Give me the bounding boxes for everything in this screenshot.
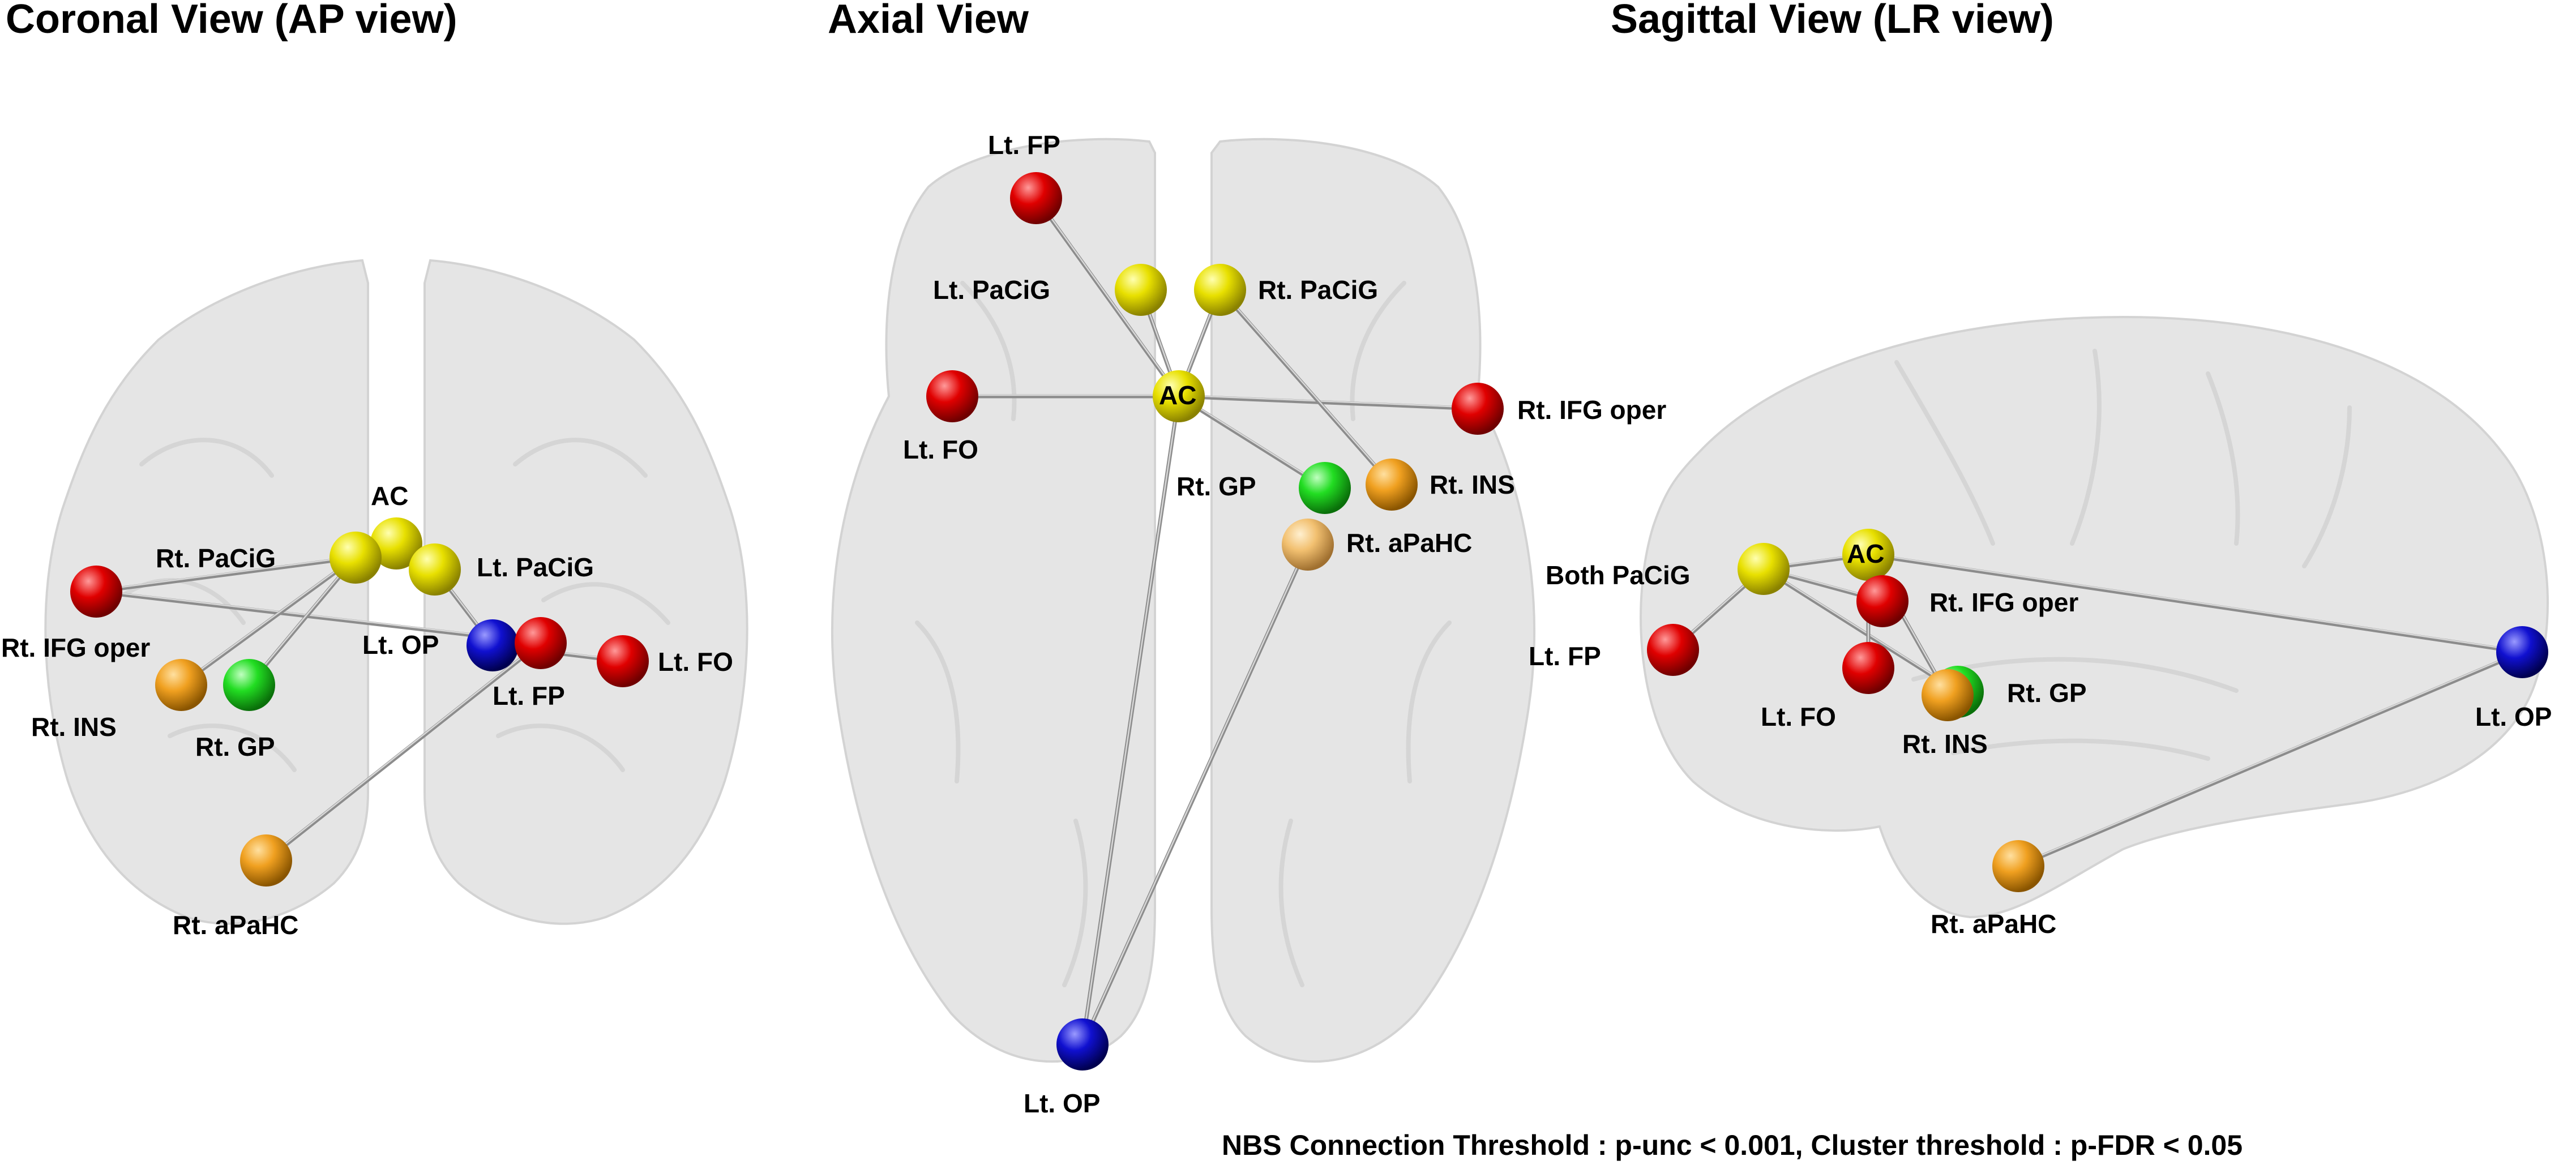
sagittal-label-ac: AC	[1847, 539, 1884, 568]
sagittal-label-rt-gp: Rt. GP	[2007, 678, 2087, 708]
axial-node-rt-pacig	[1194, 264, 1246, 316]
coronal-node-rt-pacig	[330, 532, 382, 584]
axial-node-rt-ifg	[1452, 383, 1504, 435]
axial-label-lt-op: Lt. OP	[1024, 1089, 1100, 1118]
axial-node-rt-ins	[1366, 459, 1418, 511]
axial-label-rt-ifg: Rt. IFG oper	[1517, 395, 1666, 425]
axial-node-lt-pacig	[1115, 264, 1167, 316]
axial-label-lt-pacig: Lt. PaCiG	[933, 275, 1050, 305]
coronal-edge-rt_pacig-rt_ins	[179, 555, 358, 687]
sagittal-node-lt-fp	[1647, 624, 1699, 676]
axial-edge-highlight-ac-lt_fp	[1035, 196, 1180, 396]
axial-label-lt-fp: Lt. FP	[988, 130, 1060, 160]
coronal-edge-rt_ifg-lt_fp	[94, 589, 543, 645]
coronal-label-lt-pacig: Lt. PaCiG	[477, 553, 594, 582]
coronal-label-rt-apahc: Rt. aPaHC	[173, 910, 298, 940]
coronal-node-rt-ifg	[70, 566, 122, 618]
axial-label-rt-gp: Rt. GP	[1176, 472, 1256, 501]
axial-node-lt-fo	[926, 370, 978, 422]
axial-label-rt-ins: Rt. INS	[1430, 470, 1515, 499]
sagittal-edge-highlight-both_pacig-rt_gp	[1762, 567, 1959, 692]
sagittal-label-rt-ifg: Rt. IFG oper	[1929, 588, 2078, 617]
sagittal-node-ac	[1842, 529, 1894, 581]
coronal-node-lt-op	[467, 619, 519, 671]
axial-edge-highlight-ac-rt_gp	[1178, 394, 1326, 488]
sagittal-node-rt-ifg	[1856, 575, 1909, 627]
sagittal-label-rt-apahc: Rt. aPaHC	[1931, 909, 2056, 939]
sagittal-edge-highlight-lt_op-rt_apahc	[2017, 650, 2523, 866]
coronal-edge-rt_pacig-rt_ifg	[94, 555, 358, 594]
coronal-edge-highlight-rt_pacig-rt_ins	[180, 555, 357, 685]
axial-node-lt-fp	[1010, 172, 1062, 224]
sagittal-edge-highlight-ac-lt_op	[1867, 553, 2523, 652]
sagittal-label-lt-fp: Lt. FP	[1529, 641, 1601, 671]
axial-node-rt-gp	[1299, 462, 1351, 514]
sagittal-view-title: Sagittal View (LR view)	[1611, 0, 2054, 42]
sagittal-edge-both_pacig-rt_gp	[1761, 567, 1960, 694]
axial-node-rt-apahc	[1282, 519, 1334, 571]
coronal-edge-highlight-rt_ifg-lt_fp	[95, 589, 542, 643]
coronal-label-rt-gp: Rt. GP	[195, 732, 275, 761]
axial-label-rt-apahc: Rt. aPaHC	[1346, 528, 1472, 558]
sagittal-node-lt-op	[2496, 626, 2548, 678]
coronal-node-rt-apahc	[240, 834, 292, 887]
coronal-edge-highlight-lt_fp-rt_apahc	[265, 641, 542, 860]
axial-edge-highlight-ac-lt_op	[1081, 394, 1180, 1044]
axial-edge-ac-rt_gp	[1176, 394, 1327, 490]
coronal-label-lt-fp: Lt. FP	[493, 681, 565, 710]
coronal-node-lt-fo	[597, 635, 649, 687]
sagittal-label-lt-op: Lt. OP	[2475, 702, 2552, 731]
coronal-label-lt-fo: Lt. FO	[658, 647, 733, 676]
axial-edge-ac-rt_ifg	[1176, 394, 1480, 411]
coronal-label-rt-pacig: Rt. PaCiG	[156, 543, 276, 573]
axial-node-lt-op	[1056, 1018, 1109, 1070]
axial-label-ac: AC	[1159, 380, 1196, 410]
region-nodes	[70, 172, 2548, 1070]
sagittal-node-lt-fo	[1842, 642, 1894, 694]
coronal-edge-highlight-rt_pacig-rt_ifg	[95, 555, 357, 592]
coronal-node-rt-gp	[223, 659, 275, 711]
sagittal-label-rt-ins: Rt. INS	[1902, 729, 1988, 759]
coronal-node-rt-ins	[155, 659, 207, 711]
axial-edge-rt_pacig-rt_ins	[1218, 288, 1394, 487]
axial-edge-highlight-rt_pacig-rt_ins	[1219, 288, 1393, 485]
sagittal-node-rt-apahc	[1992, 840, 2044, 892]
sagittal-brain	[1640, 315, 2549, 919]
footnote: NBS Connection Threshold : p-unc < 0.001…	[1222, 1129, 2243, 1161]
axial-edge-highlight-ac-rt_ifg	[1178, 394, 1479, 409]
axial-label-rt-pacig: Rt. PaCiG	[1258, 275, 1378, 305]
sagittal-edge-lt_op-rt_apahc	[2016, 650, 2524, 868]
axial-label-lt-fo: Lt. FO	[903, 435, 978, 464]
coronal-node-lt-fp	[515, 617, 567, 669]
coronal-label-lt-op: Lt. OP	[362, 630, 439, 660]
coronal-brain	[44, 259, 748, 925]
sagittal-edge-ac-lt_op	[1866, 553, 2524, 654]
axial-view-title: Axial View	[828, 0, 1029, 42]
coronal-edge-lt_fp-rt_apahc	[264, 641, 543, 863]
coronal-view-title: Coronal View (AP view)	[6, 0, 457, 42]
sagittal-node-both-pacig	[1738, 543, 1790, 595]
axial-edge-highlight-rt_apahc-lt_op	[1081, 542, 1309, 1044]
sagittal-node-rt-ins	[1922, 669, 1974, 721]
coronal-edge-highlight-rt_pacig-rt_gp	[248, 555, 357, 685]
coronal-node-lt-pacig	[409, 543, 461, 596]
coronal-label-ac: AC	[371, 481, 408, 511]
coronal-node-ac	[370, 517, 422, 569]
coronal-edge-rt_pacig-rt_gp	[247, 555, 358, 687]
axial-node-ac	[1153, 370, 1205, 422]
coronal-label-rt-ins: Rt. INS	[31, 712, 117, 742]
sagittal-label-both-pacig: Both PaCiG	[1546, 560, 1691, 590]
sagittal-label-lt-fo: Lt. FO	[1761, 702, 1836, 731]
coronal-label-rt-ifg: Rt. IFG oper	[1, 633, 150, 662]
